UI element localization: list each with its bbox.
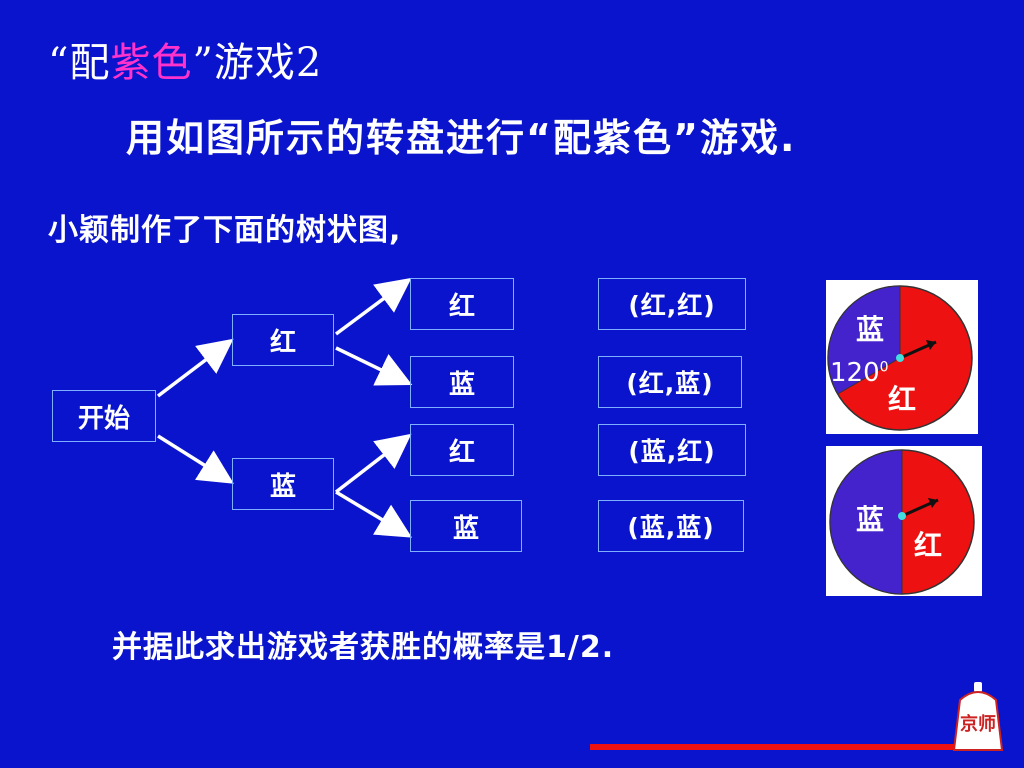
arrow-blue-blue	[335, 490, 413, 538]
spinner-1-center	[896, 354, 904, 362]
spinner-1-red-label: 红	[888, 383, 917, 416]
spinner-1-blue-label: 蓝	[856, 313, 885, 346]
tree-intro-text: 小颖制作了下面的树状图,	[48, 213, 402, 248]
spinner-2-blue-sector	[829, 449, 903, 595]
title-quote-close: ”	[192, 40, 214, 86]
tree-node-l1-red: 红	[232, 314, 334, 366]
outcome-blue-blue: (蓝,蓝)	[598, 500, 744, 552]
title-accent: 紫色	[110, 40, 193, 86]
title-quote-open: “	[48, 40, 70, 86]
spinner-2-blue-label: 蓝	[856, 503, 885, 536]
title-part3: 游戏	[213, 40, 296, 86]
spinner-1-angle-label: 1200	[830, 358, 889, 388]
spinner-1-graphic	[827, 285, 973, 431]
spinner-2-center	[898, 512, 906, 520]
tree-node-start: 开始	[52, 390, 156, 442]
arrow-red-blue	[335, 346, 413, 386]
title-part1: 配	[69, 40, 111, 86]
spinner-1-angle-value: 120	[830, 358, 880, 388]
outcome-red-blue: (红,蓝)	[598, 356, 742, 408]
tree-node-l1-blue: 蓝	[232, 458, 334, 510]
publisher-logo: 京师	[948, 680, 1008, 760]
arrow-red-red	[334, 277, 412, 336]
arrow-blue-red	[334, 433, 412, 494]
spinner-1-blue-sector	[827, 285, 901, 395]
spinner-2-red-label: 红	[914, 529, 943, 562]
bottom-red-rule	[590, 744, 980, 750]
instruction-paragraph: 用如图所示的转盘进行“配紫色”游戏.	[126, 116, 797, 160]
tree-node-l2-red-blue: 蓝	[410, 356, 514, 408]
tree-node-l2-blue-red: 红	[410, 424, 514, 476]
tree-node-l2-blue-blue: 蓝	[410, 500, 522, 552]
arrow-start-blue	[157, 434, 234, 484]
spinner-1	[826, 280, 978, 434]
spinner-1-angle-degree: 0	[879, 359, 889, 376]
conclusion-text: 并据此求出游戏者获胜的概率是1/2.	[112, 630, 615, 665]
outcome-blue-red: (蓝,红)	[598, 424, 746, 476]
outcome-red-red: (红,红)	[598, 278, 746, 330]
bell-logo-icon: 京师	[952, 682, 1004, 751]
spinner-1-pointer-head	[926, 340, 936, 350]
tree-node-l2-red-red: 红	[410, 278, 514, 330]
spinner-2-graphic	[829, 449, 975, 595]
logo-text: 京师	[960, 713, 996, 735]
arrow-start-red	[156, 338, 234, 398]
slide-title: “配紫色”游戏2	[48, 30, 322, 88]
title-number: 2	[295, 40, 323, 86]
spinner-2-pointer-head	[928, 498, 938, 508]
spinner-2	[826, 446, 982, 596]
